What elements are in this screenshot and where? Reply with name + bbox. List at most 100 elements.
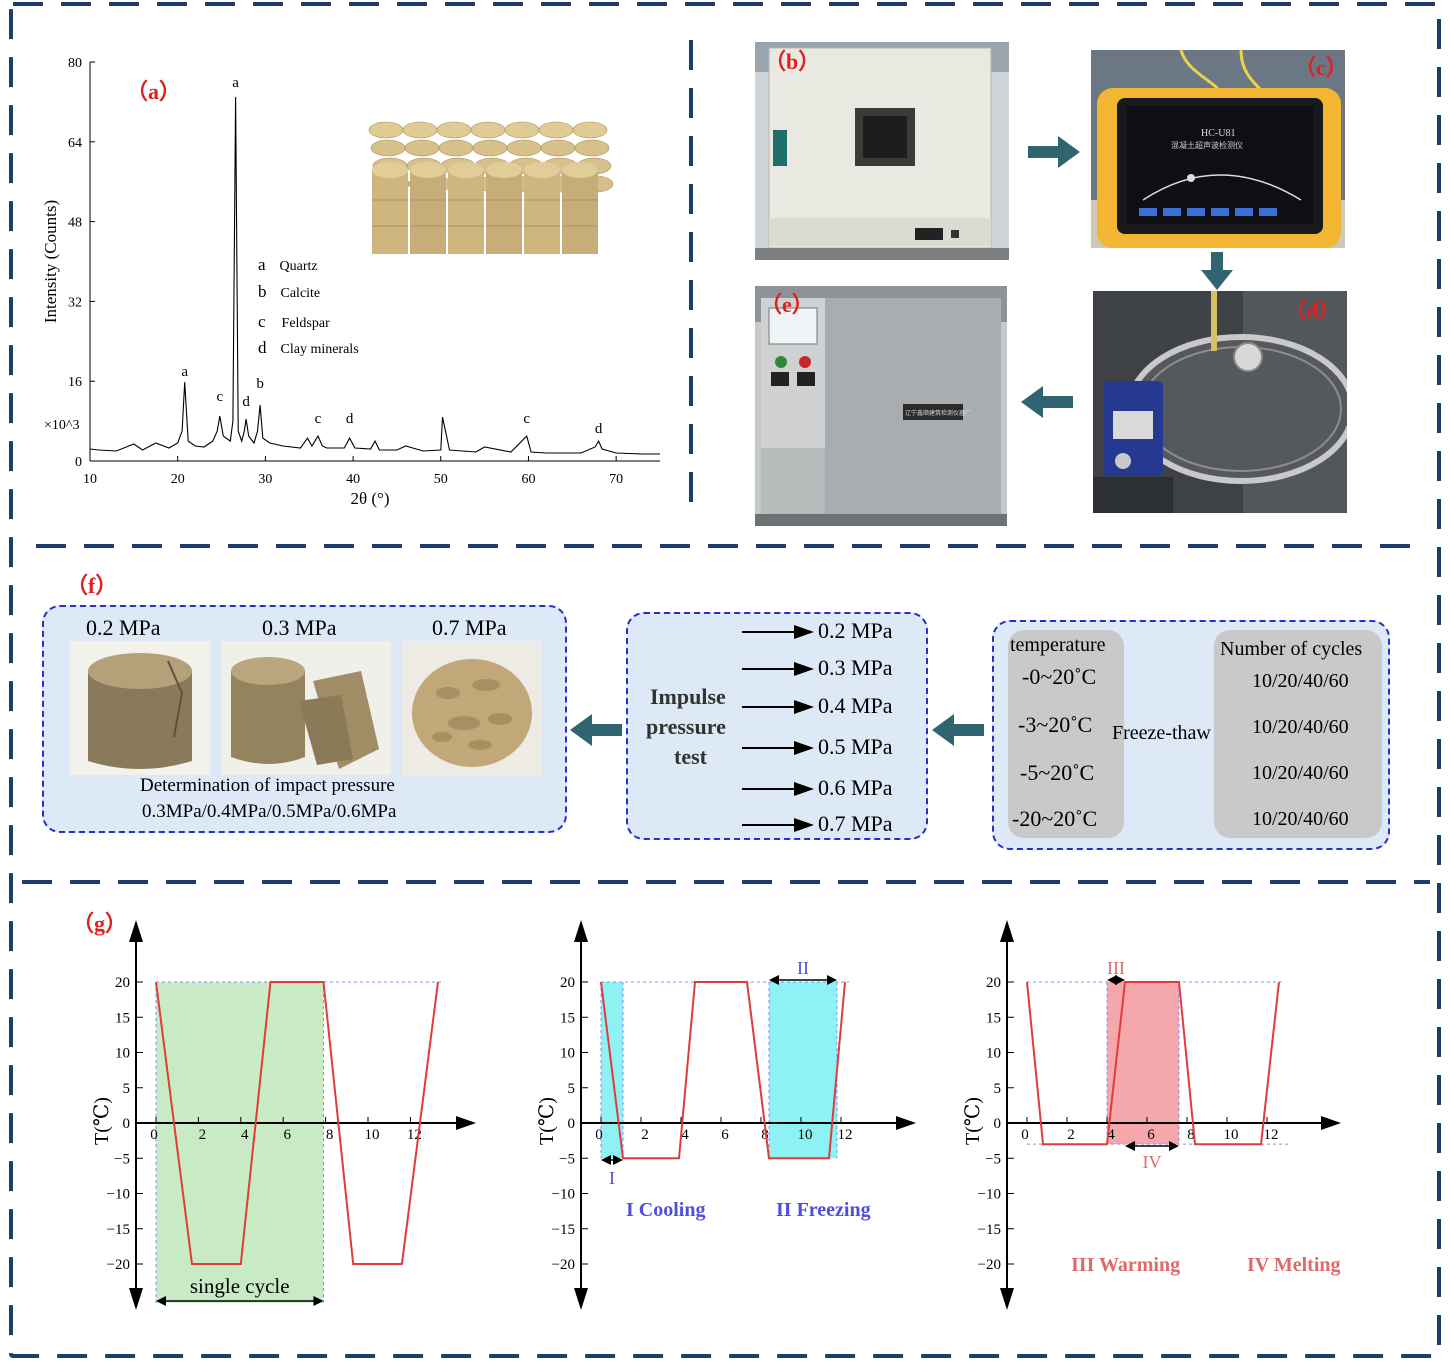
temp-0: -0~20˚C [1022,664,1097,689]
x-tick-label: 6 [283,1127,291,1143]
y-tick-label: 10 [115,1046,130,1062]
sample-photo-0-2 [70,641,210,775]
oven-photo [755,42,1009,260]
y-axis-arrow-down [129,1288,143,1310]
xrd-x-tick-label: 20 [171,472,185,487]
sample-photo-0-7 [402,641,542,775]
cycles-20: 10/20/40/60 [1252,808,1349,830]
core-top [368,121,404,139]
impulse-arrow-line [742,788,796,790]
y-tick-label: −15 [978,1222,1001,1238]
span-arrow [601,1155,611,1165]
y-axis-arrow-up [1000,920,1014,942]
span-arrow [827,975,837,985]
panel-label-g: （g） [72,911,128,936]
core-side [524,170,560,254]
impulse-arrow-head [794,741,814,755]
x-tick-label: 0 [1021,1127,1029,1143]
panel-label-d: （d） [1284,298,1341,323]
cycles-header: Number of cycles [1220,638,1363,660]
xrd-peak-label: c [523,411,530,427]
core-top [472,139,508,157]
xrd-y-tick-label: 16 [68,375,82,390]
device-plate-text: 辽宁鑫顺建筑检测仪器厂 [905,409,971,417]
x-tick-label: 12 [1264,1127,1279,1143]
x-tick-label: 4 [681,1127,689,1143]
phase-label-III: III [1107,958,1125,978]
y-axis-arrow-up [129,920,143,942]
impulse-arrow-line [742,747,796,749]
y-tick-label: 20 [115,975,130,991]
y-tick-label: 5 [123,1081,131,1097]
impulse-arrow-head [794,700,814,714]
device-screen-title: HC-U81 [1201,128,1235,139]
xrd-x-tick-label: 10 [83,472,97,487]
x-tick-label: 12 [838,1127,853,1143]
y-tick-label: 5 [568,1081,576,1097]
xrd-x-axis-label: 2θ (°) [350,489,389,508]
impulse-arrow-line [742,631,796,633]
y-axis-label: T(℃) [536,1097,558,1145]
y-tick-label: 20 [986,975,1001,991]
span-arrow [313,1296,324,1306]
impulse-arrow-line [742,668,796,670]
impulse-pressure-label: 0.4 MPa [818,693,893,718]
phase-label-II: II [797,958,809,978]
y-tick-label: 15 [115,1010,130,1026]
device-screen-subtitle: 混凝土超声波检测仪 [1171,140,1243,150]
panel-label-e: （e） [760,292,814,317]
arrow-impulse-to-impact [570,714,622,746]
core-top [438,139,474,157]
core-top [524,162,560,178]
core-top [448,162,484,178]
core-side [486,170,522,254]
xrd-peak-label: d [595,421,603,437]
xrd-peak-label: c [315,411,322,427]
cycles-column [1214,630,1382,838]
core-top [402,121,438,139]
core-top [504,121,540,139]
temperature-curve [155,981,439,1265]
single-cycle-label: single cycle [190,1274,290,1298]
x-tick-label: 0 [595,1127,603,1143]
y-tick-label: −10 [978,1187,1001,1203]
freeze-thaw-machine-photo: 辽宁鑫顺建筑检测仪器厂 [755,286,1007,526]
freeze-thaw-box: temperature -0~20˚C -3~20˚C -5~20˚C -20~… [992,620,1390,850]
xrd-peak-label: a [232,75,239,91]
phase-label-IV: IV [1143,1152,1162,1172]
y-axis-arrow-down [574,1288,588,1310]
impulse-title-line1: Impulse [650,684,726,709]
y-tick-label: 0 [994,1116,1002,1132]
pressure-label-0-7: 0.7 MPa [432,615,507,640]
temp-5: -5~20˚C [1020,760,1095,785]
xrd-pattern-line [89,96,660,455]
y-axis-arrow-down [1000,1288,1014,1310]
impulse-pressure-label: 0.6 MPa [818,775,893,800]
span-arrow [156,1296,166,1306]
impulse-arrow-head [794,818,814,832]
cooling-label: I Cooling [626,1199,705,1221]
warming-melting-fill [1107,982,1179,1145]
core-top [470,121,506,139]
x-tick-label: 6 [1147,1127,1155,1143]
y-tick-label: −20 [107,1257,130,1273]
core-top [506,139,542,157]
y-tick-label: −20 [978,1257,1001,1273]
cycles-3: 10/20/40/60 [1252,716,1349,738]
xrd-y-tick-label: 80 [68,56,82,71]
core-top [538,121,574,139]
x-axis-arrow [456,1116,476,1130]
impact-caption-line1: Determination of impact pressure [140,775,395,796]
span-arrow [1125,1141,1135,1151]
xrd-peak-label: d [346,411,354,427]
xrd-peak-label: b [256,376,264,392]
x-tick-label: 8 [761,1127,769,1143]
core-side [562,170,598,254]
xrd-y-tick-label: 32 [68,295,82,310]
x-axis-arrow [1321,1116,1341,1130]
freeze-thaw-label: Freeze-thaw [1112,722,1211,744]
